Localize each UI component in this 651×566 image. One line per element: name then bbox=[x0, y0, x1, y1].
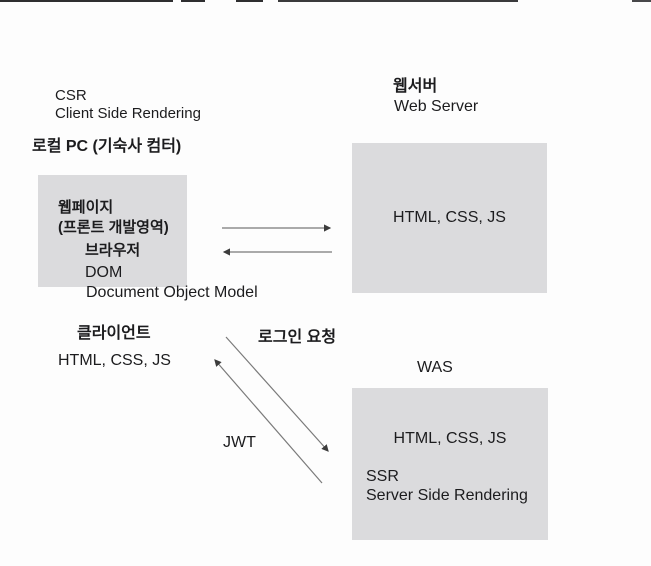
client-title: 클라이언트 bbox=[77, 325, 151, 342]
local-pc-label: 로컬 PC (기숙사 컴터) bbox=[32, 138, 182, 155]
client-box-browser-label: 브라우저 bbox=[85, 242, 141, 259]
top-edge-artifact bbox=[278, 0, 518, 2]
client-content: HTML, CSS, JS bbox=[58, 352, 171, 369]
client-box-dom-full-label: Document Object Model bbox=[86, 284, 258, 301]
top-edge-artifact bbox=[236, 0, 263, 2]
login-request-label: 로그인 요청 bbox=[258, 329, 337, 346]
web-server-box: HTML, CSS, JS bbox=[352, 143, 547, 293]
jwt-label: JWT bbox=[223, 434, 256, 451]
web-server-title-ko: 웹서버 bbox=[393, 78, 438, 95]
client-box-dom-label: DOM bbox=[85, 264, 123, 281]
web-server-title-en: Web Server bbox=[394, 98, 479, 115]
client-pc-box bbox=[38, 175, 187, 287]
was-title: WAS bbox=[417, 359, 453, 376]
was-box-ssr-full-label: Server Side Rendering bbox=[366, 487, 528, 504]
was-box-html-label: HTML, CSS, JS bbox=[393, 430, 507, 447]
top-edge-artifact bbox=[632, 0, 651, 2]
jwt-response-arrow bbox=[214, 359, 323, 484]
csr-title: CSR bbox=[55, 87, 87, 104]
client-box-webpage-label: 웹페이지 bbox=[58, 199, 114, 216]
web-server-box-content: HTML, CSS, JS bbox=[393, 209, 506, 226]
was-box bbox=[352, 388, 548, 540]
csr-subtitle: Client Side Rendering bbox=[55, 105, 201, 122]
was-box-ssr-label: SSR bbox=[366, 468, 399, 485]
client-box-front-area-label: (프론트 개발영역) bbox=[58, 219, 169, 236]
top-edge-artifact bbox=[181, 0, 205, 2]
top-edge-artifact bbox=[0, 0, 173, 2]
